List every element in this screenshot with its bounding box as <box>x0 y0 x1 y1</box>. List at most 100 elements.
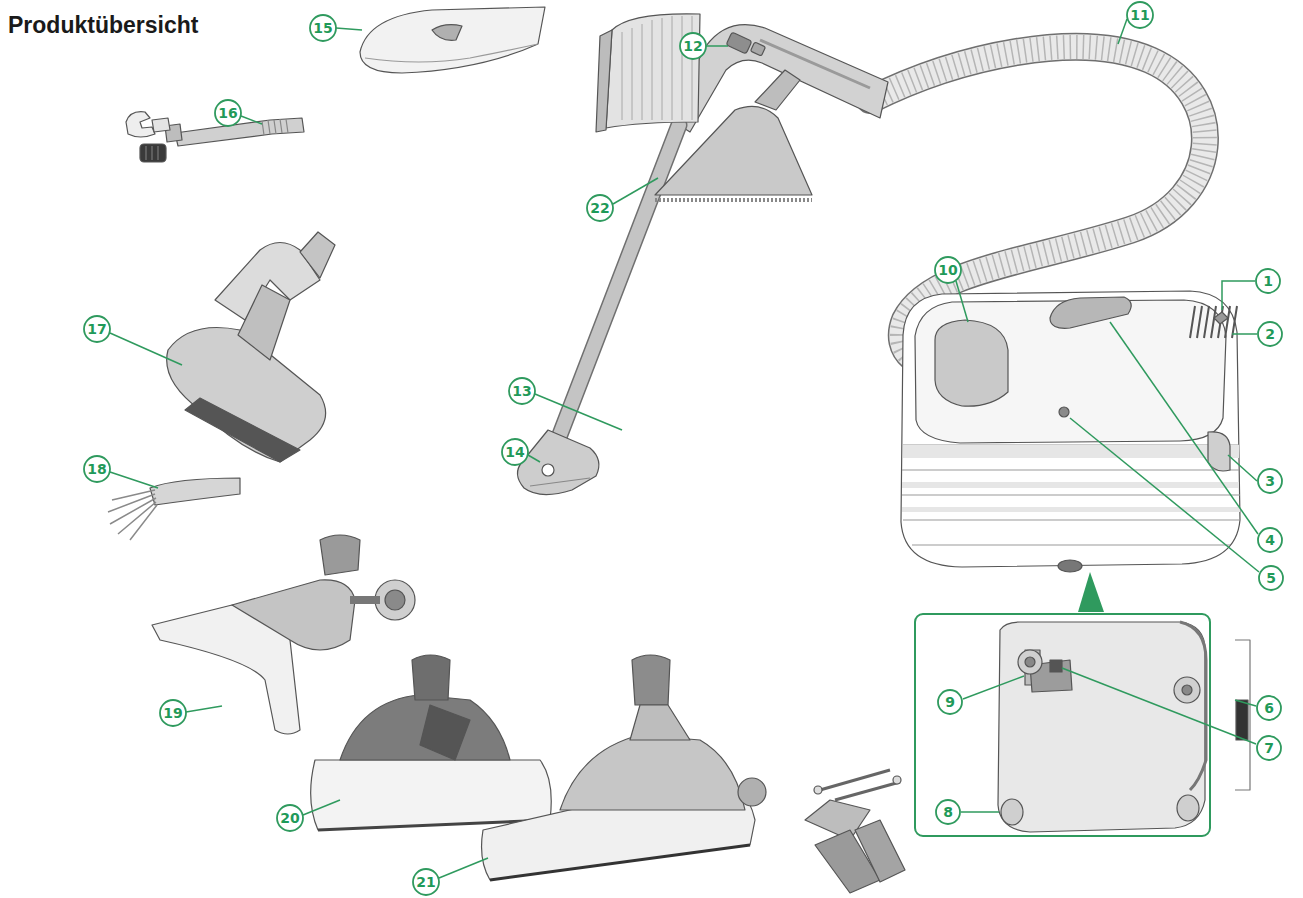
callout-number-text: 22 <box>586 194 614 222</box>
brush-attachments-part <box>606 14 700 128</box>
underside-inset-part <box>1078 572 1104 612</box>
handle-part <box>668 25 888 132</box>
callout-number: 8 <box>935 799 961 825</box>
leader-lines-part <box>1235 700 1256 706</box>
dusting-brush <box>108 478 240 540</box>
callout-circle <box>936 800 960 824</box>
leader-lines-part <box>1222 281 1255 310</box>
handle-part <box>726 32 752 54</box>
crevice-tube <box>126 112 304 162</box>
leader-lines-part <box>528 455 540 462</box>
small-parts-part <box>893 776 901 784</box>
leader-lines-part <box>1110 322 1258 534</box>
underside-inset-part <box>1236 700 1248 740</box>
leader-lines-part <box>706 45 728 47</box>
floor-nozzle-21-part <box>630 705 690 740</box>
floor-nozzle-20 <box>311 655 552 830</box>
callout-number-text: 14 <box>501 438 529 466</box>
nozzle-19-part <box>232 580 355 650</box>
nozzle-17-part <box>167 328 326 463</box>
nozzle-17-part <box>185 398 300 462</box>
callout-number: 17 <box>83 315 111 343</box>
callout-circle <box>1127 2 1153 28</box>
brush-attachments-part <box>655 106 812 195</box>
callout-circle <box>1258 528 1282 552</box>
callout-number: 2 <box>1257 321 1283 347</box>
callout-circle <box>160 700 186 726</box>
handheld-unit-part <box>360 7 545 73</box>
leader-lines <box>110 19 1259 878</box>
exhaust-grille-part <box>1190 306 1237 338</box>
callout-number: 22 <box>586 194 614 222</box>
tube-part <box>556 125 679 445</box>
callout-circle <box>680 33 706 59</box>
leader-lines-part <box>110 333 182 365</box>
callout-circle <box>935 257 961 283</box>
callout-number: 14 <box>501 438 529 466</box>
callout-circle <box>1257 696 1281 720</box>
callout-number-text: 19 <box>159 699 187 727</box>
leader-lines-part <box>241 116 262 124</box>
floor-nozzle-20-part <box>340 695 510 760</box>
nozzle-19-part <box>350 596 380 604</box>
crevice-tube-part <box>126 112 155 137</box>
floor-nozzle-20-part <box>412 655 450 700</box>
callout-circle <box>413 869 439 895</box>
callout-number-text: 1 <box>1255 268 1281 294</box>
callout-number-text: 17 <box>83 315 111 343</box>
crevice-tube-part <box>146 146 158 160</box>
callout-number-text: 3 <box>1257 468 1283 494</box>
underside-inset-part <box>1177 795 1199 821</box>
leader-lines-part <box>336 28 362 30</box>
leader-lines-part <box>961 811 999 813</box>
callout-number: 5 <box>1258 565 1284 591</box>
brush-attachments-part <box>596 30 612 132</box>
callout-number-text: 18 <box>83 455 111 483</box>
callout-circle <box>1257 736 1281 760</box>
vacuum-body-part <box>1214 312 1228 324</box>
leader-lines-part <box>1070 418 1259 572</box>
callout-number: 20 <box>276 804 304 832</box>
underside-inset-part <box>1001 799 1023 825</box>
callout-number: 3 <box>1257 468 1283 494</box>
vacuum-body-part <box>902 445 1240 545</box>
callout-circle <box>509 378 535 404</box>
nozzle-19-part <box>320 535 360 575</box>
nozzle-19-part <box>385 590 405 610</box>
underside-inset-part <box>1174 677 1200 703</box>
handheld-unit <box>360 7 545 73</box>
callout-number-text: 5 <box>1258 565 1284 591</box>
callout-number: 1 <box>1255 268 1281 294</box>
callout-number: 6 <box>1256 695 1282 721</box>
callout-number: 10 <box>934 256 962 284</box>
floor-nozzle-21-part <box>632 655 670 705</box>
callout-number-text: 16 <box>214 99 242 127</box>
vacuum-body-part <box>901 291 1240 567</box>
handle-part <box>750 42 765 56</box>
tube <box>556 125 679 445</box>
nozzle-17 <box>167 232 335 462</box>
callout-number-text: 15 <box>309 14 337 42</box>
floor-nozzle-21-part <box>738 778 766 806</box>
leader-lines-part <box>1232 333 1257 335</box>
leader-lines-part <box>1118 19 1127 44</box>
callout-circle <box>1258 469 1282 493</box>
callout-number-text: 4 <box>1257 527 1283 553</box>
callout-number: 9 <box>937 689 963 715</box>
leader-lines-part <box>186 706 222 712</box>
underside-inset <box>915 572 1250 836</box>
underside-inset-part <box>1180 622 1206 790</box>
brush-attachments-part <box>655 198 812 202</box>
callout-circle <box>84 456 110 482</box>
upholstery-nozzle <box>517 430 598 495</box>
crevice-tube-part <box>175 118 304 146</box>
leader-lines-part <box>956 281 968 322</box>
small-parts-part <box>820 770 900 800</box>
callout-number-text: 20 <box>276 804 304 832</box>
floor-nozzle-21 <box>482 655 766 880</box>
underside-inset-part <box>1018 650 1042 674</box>
page-title: Produktübersicht <box>8 12 198 39</box>
handheld-unit-part <box>365 44 538 62</box>
